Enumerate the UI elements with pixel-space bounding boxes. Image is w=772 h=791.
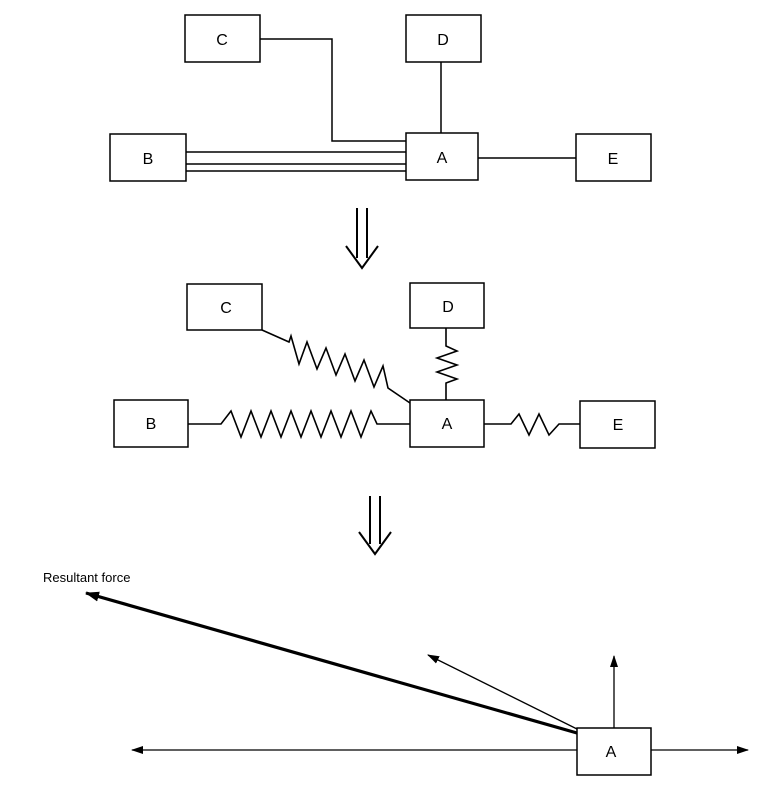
node-c-label: C: [216, 32, 228, 49]
node-c-label: C: [220, 300, 232, 317]
node-a-label: A: [442, 416, 453, 433]
double-down-arrow-icon: [358, 496, 392, 556]
node-b-label: B: [143, 151, 154, 168]
node-a: A: [409, 399, 485, 448]
panel-network: C D B A E: [109, 14, 652, 182]
node-c: C: [184, 14, 261, 63]
panel-springs: C D B A E: [113, 282, 656, 449]
node-a-label: A: [606, 744, 617, 761]
node-e: E: [579, 400, 656, 449]
node-d: D: [405, 14, 482, 63]
node-a: A: [405, 132, 479, 181]
node-e: E: [575, 133, 652, 182]
node-d-label: D: [437, 32, 449, 49]
node-c: C: [186, 283, 263, 331]
panel-forces: Resultant force A: [43, 570, 749, 776]
node-d: D: [409, 282, 485, 329]
resultant-force-label: Resultant force: [43, 570, 130, 585]
double-down-arrow-icon: [345, 208, 379, 270]
connector-c-a: [260, 38, 406, 142]
node-e-label: E: [613, 417, 624, 434]
node-e-label: E: [608, 151, 619, 168]
resultant-force-arrow: [85, 591, 578, 735]
node-b: B: [109, 133, 187, 182]
node-b: B: [113, 399, 189, 448]
spring-b-a: [188, 408, 410, 440]
node-a: A: [576, 727, 652, 776]
spring-a-e: [484, 412, 580, 437]
node-d-label: D: [442, 299, 454, 316]
node-a-label: A: [437, 150, 448, 167]
node-b-label: B: [146, 416, 157, 433]
spring-d-a: [434, 328, 460, 400]
spring-c-a: [261, 329, 411, 404]
force-arrow-c: [427, 654, 578, 730]
